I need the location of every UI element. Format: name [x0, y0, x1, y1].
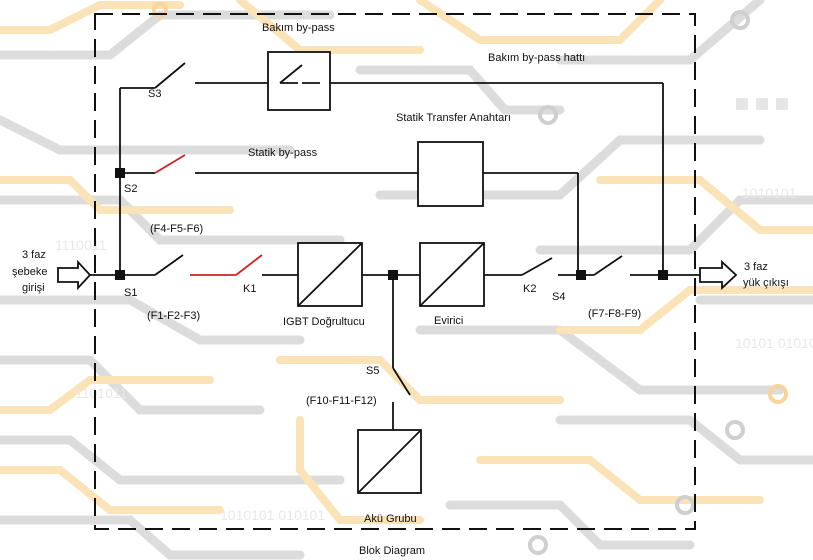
igbt-rectifier-box — [297, 242, 363, 307]
node-s4 — [576, 270, 586, 280]
label-fuse-s2: (F4-F5-F6) — [150, 223, 203, 235]
label-input-1: 3 faz — [22, 249, 46, 261]
label-s1: S1 — [124, 287, 137, 299]
static-transfer-switch-box — [417, 141, 484, 207]
label-k1: K1 — [243, 283, 256, 295]
label-statik-transfer: Statik Transfer Anahtarı — [396, 112, 511, 124]
svg-text:1010101 010101: 1010101 010101 — [220, 507, 325, 523]
label-output-1: 3 faz — [744, 261, 768, 273]
label-statik-bypass: Statik by-pass — [248, 147, 318, 159]
svg-text:1101011: 1101011 — [75, 385, 128, 401]
label-k2: K2 — [523, 283, 536, 295]
label-rectifier: IGBT Doğrultucu — [283, 316, 365, 328]
label-battery: Akü Grubu — [364, 513, 417, 525]
svg-text:1110011: 1110011 — [55, 237, 107, 253]
label-fuse-s5: (F10-F11-F12) — [306, 395, 377, 407]
node-dc-bus — [388, 270, 398, 280]
label-s2: S2 — [124, 183, 137, 195]
ups-enclosure-frame — [94, 13, 696, 530]
red-wiring — [154, 154, 263, 276]
label-inverter: Evirici — [434, 315, 463, 327]
label-bakim-bypass: Bakım by-pass — [262, 22, 335, 34]
label-s4: S4 — [552, 291, 565, 303]
label-input-3: girişi — [22, 282, 45, 294]
label-s3: S3 — [148, 88, 161, 100]
battery-group-box — [357, 429, 422, 494]
label-bakim-bypass-hatti: Bakım by-pass hattı — [488, 52, 585, 64]
label-s5: S5 — [366, 365, 379, 377]
input-arrow-icon — [57, 259, 92, 291]
diagram-title: Blok Diagram — [359, 545, 425, 557]
inverter-box — [419, 242, 485, 307]
output-arrow-icon — [699, 259, 738, 291]
svg-text:1010101: 1010101 — [742, 185, 797, 201]
label-fuse-s1: (F1-F2-F3) — [147, 310, 200, 322]
maintenance-bypass-switch-box — [267, 51, 331, 111]
node-s1 — [115, 270, 125, 280]
label-output-2: yük çıkışı — [743, 277, 789, 289]
label-input-2: şebeke — [12, 266, 47, 278]
node-s2 — [115, 168, 125, 178]
node-output — [658, 270, 668, 280]
junction-nodes — [115, 168, 668, 280]
svg-text:10101 01010: 10101 01010 — [735, 335, 813, 351]
label-fuse-s4: (F7-F8-F9) — [588, 308, 641, 320]
